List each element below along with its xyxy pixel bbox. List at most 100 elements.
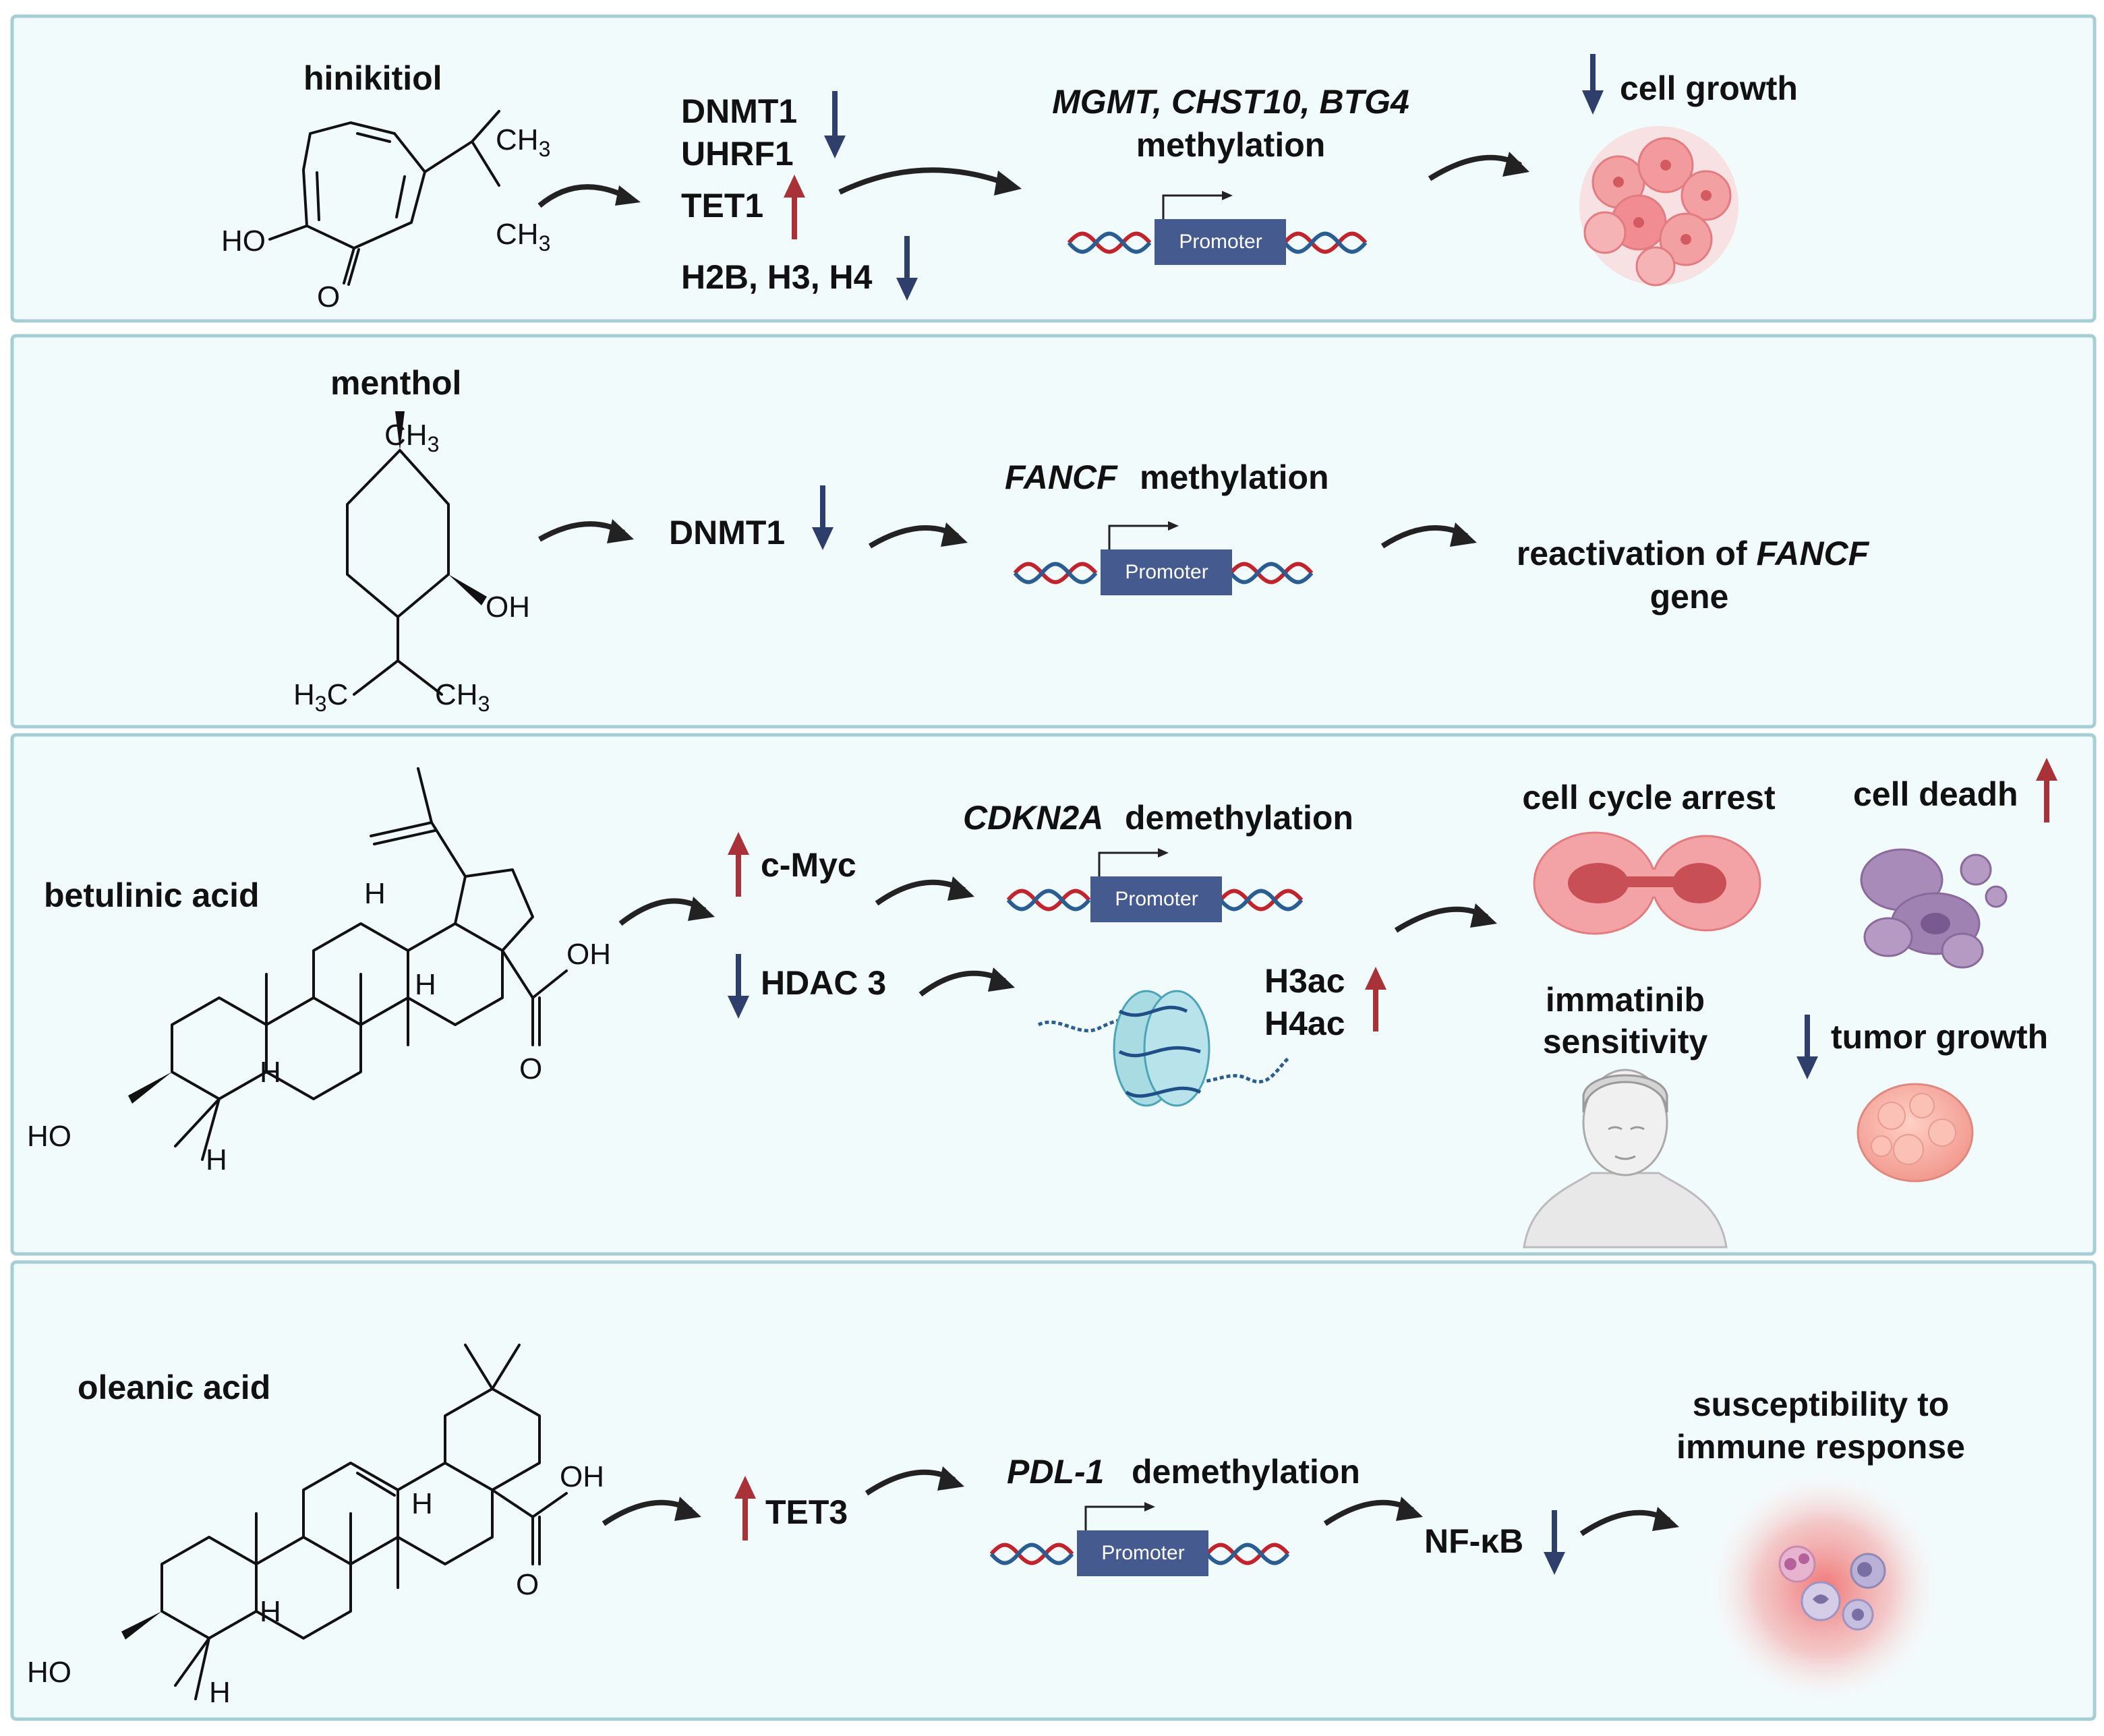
up-arrow-icon [1365, 967, 1386, 1031]
panel-oleanic-acid: oleanic acid HO H H H OH O [10, 1260, 2097, 1721]
flow-arrow-head [615, 185, 641, 206]
methyl-label: CH3 [384, 419, 439, 456]
flow-arrow [838, 167, 1013, 195]
outcome-label: cell growth [1620, 69, 1798, 107]
patient-head-icon [1523, 1069, 1728, 1249]
nucleosome-icon [1037, 990, 1289, 1107]
up-arrow-icon [734, 1476, 756, 1540]
outcome-label: sensitivity [1543, 1023, 1708, 1060]
panel-hinikitiol: hinikitiol CH3 CH3 HO O DNMT1 UHRF1 TET1… [10, 14, 2097, 323]
flow-arrow-head [988, 967, 1015, 992]
gene-event: methylation [1140, 458, 1329, 496]
h-label: H [411, 1487, 433, 1520]
hydroxyl-label: OH [560, 1460, 604, 1493]
promoter-dna-icon: Promoter [1008, 848, 1302, 922]
panel-frame [10, 1260, 2097, 1721]
flow-arrow-head [1450, 522, 1477, 547]
marker-label: H2B, H3, H4 [681, 258, 873, 296]
down-arrow-icon [728, 954, 749, 1019]
h-label: H [209, 1676, 231, 1709]
outcome-label: tumor growth [1831, 1018, 2048, 1056]
flow-arrow-head [1396, 1497, 1423, 1521]
flow-arrow-head [994, 171, 1022, 196]
promoter-dna-icon: Promoter [1069, 191, 1366, 265]
marker-label: TET3 [765, 1493, 848, 1531]
marker-label: TET1 [681, 187, 763, 225]
down-arrow-icon [1544, 1510, 1565, 1575]
hydroxyl-label: HO [27, 1120, 71, 1153]
methyl-label: H3C [293, 678, 348, 716]
marker-label: DNMT1 [681, 92, 797, 130]
compound-name: oleanic acid [78, 1369, 270, 1406]
up-arrow-icon [728, 832, 749, 897]
up-arrow-icon [784, 175, 805, 239]
h-label: H [260, 1056, 281, 1089]
down-arrow-icon [824, 91, 846, 158]
tumor-cell-cluster-icon [1579, 126, 1738, 287]
histone-mark: H4ac [1264, 1005, 1345, 1042]
h-label: H [415, 968, 436, 1001]
flow-arrow-head [941, 522, 968, 547]
betulinic-acid-structure: HO H H H H OH O [27, 767, 611, 1176]
down-arrow-icon [1582, 54, 1604, 115]
methyl-label: CH3 [496, 123, 550, 161]
down-arrow-icon [1796, 1015, 1818, 1079]
oxygen-label: O [317, 280, 340, 313]
menthol-structure: CH3 OH H3C CH3 [293, 411, 530, 716]
hydroxyl-label: OH [486, 591, 530, 624]
marker-label: HDAC 3 [761, 964, 886, 1002]
apoptotic-cell-icon [1860, 848, 2008, 969]
dividing-cell-icon [1533, 831, 1761, 935]
up-arrow-icon [2036, 758, 2057, 822]
downstream-label: NF-κB [1424, 1522, 1523, 1560]
gene-event: methylation [1136, 126, 1326, 164]
flow-arrow-head [937, 1466, 964, 1491]
marker-label: DNMT1 [669, 514, 785, 551]
outcome-label: reactivation of FANCF [1517, 535, 1870, 572]
svg-text:Promoter: Promoter [1125, 561, 1208, 583]
down-arrow-icon [896, 236, 918, 301]
flow-arrow-head [607, 519, 634, 543]
panel-frame [10, 334, 2097, 729]
svg-text:Promoter: Promoter [1179, 231, 1262, 253]
outcome-label: gene [1650, 578, 1729, 616]
outcome-label: immune response [1676, 1428, 1965, 1466]
svg-text:Promoter: Promoter [1115, 888, 1198, 910]
promoter-dna-icon: Promoter [1015, 521, 1312, 595]
flow-arrow-head [674, 1497, 701, 1521]
compound-name: menthol [330, 364, 461, 402]
compound-name: hinikitiol [303, 59, 442, 97]
down-arrow-icon [812, 485, 834, 550]
methyl-label: CH3 [496, 218, 550, 256]
panel-frame [10, 14, 2097, 323]
hydroxyl-label: HO [221, 225, 266, 258]
promoter-dna-icon: Promoter [991, 1502, 1288, 1576]
gene-name: PDL-1 [1007, 1453, 1104, 1491]
marker-label: UHRF1 [681, 135, 794, 173]
gene-event: demethylation [1125, 799, 1353, 837]
gene-name: CDKN2A [963, 799, 1103, 837]
svg-text:Promoter: Promoter [1101, 1542, 1184, 1564]
h-label: H [260, 1595, 281, 1628]
oxygen-label: O [516, 1568, 539, 1601]
gene-event: demethylation [1132, 1453, 1360, 1491]
h-label: H [364, 877, 386, 910]
compound-name: betulinic acid [44, 876, 260, 914]
outcome-label: immatinib [1546, 981, 1705, 1019]
panel-betulinic-acid: betulinic acid HO H H H H [10, 733, 2097, 1256]
outcome-label: cell cycle arrest [1522, 779, 1776, 816]
hinikitiol-structure: CH3 CH3 HO O [221, 110, 550, 313]
panel-menthol: menthol CH3 OH H3C CH3 DNMT1 FANCF methy… [10, 334, 2097, 729]
marker-label: c-Myc [761, 846, 856, 884]
flow-arrow-head [947, 876, 974, 901]
immune-cells-icon [1703, 1466, 1946, 1709]
flow-arrow-head [1470, 903, 1497, 928]
outcome-label: susceptibility to [1693, 1385, 1950, 1423]
hydroxyl-label: OH [566, 938, 611, 971]
oleanic-acid-structure: HO H H H OH O [27, 1344, 604, 1709]
histone-mark: H3ac [1264, 962, 1345, 1000]
flow-arrow-head [688, 897, 715, 921]
flow-arrow-head [1652, 1507, 1679, 1531]
gene-name: MGMT, CHST10, BTG4 [1052, 83, 1409, 121]
